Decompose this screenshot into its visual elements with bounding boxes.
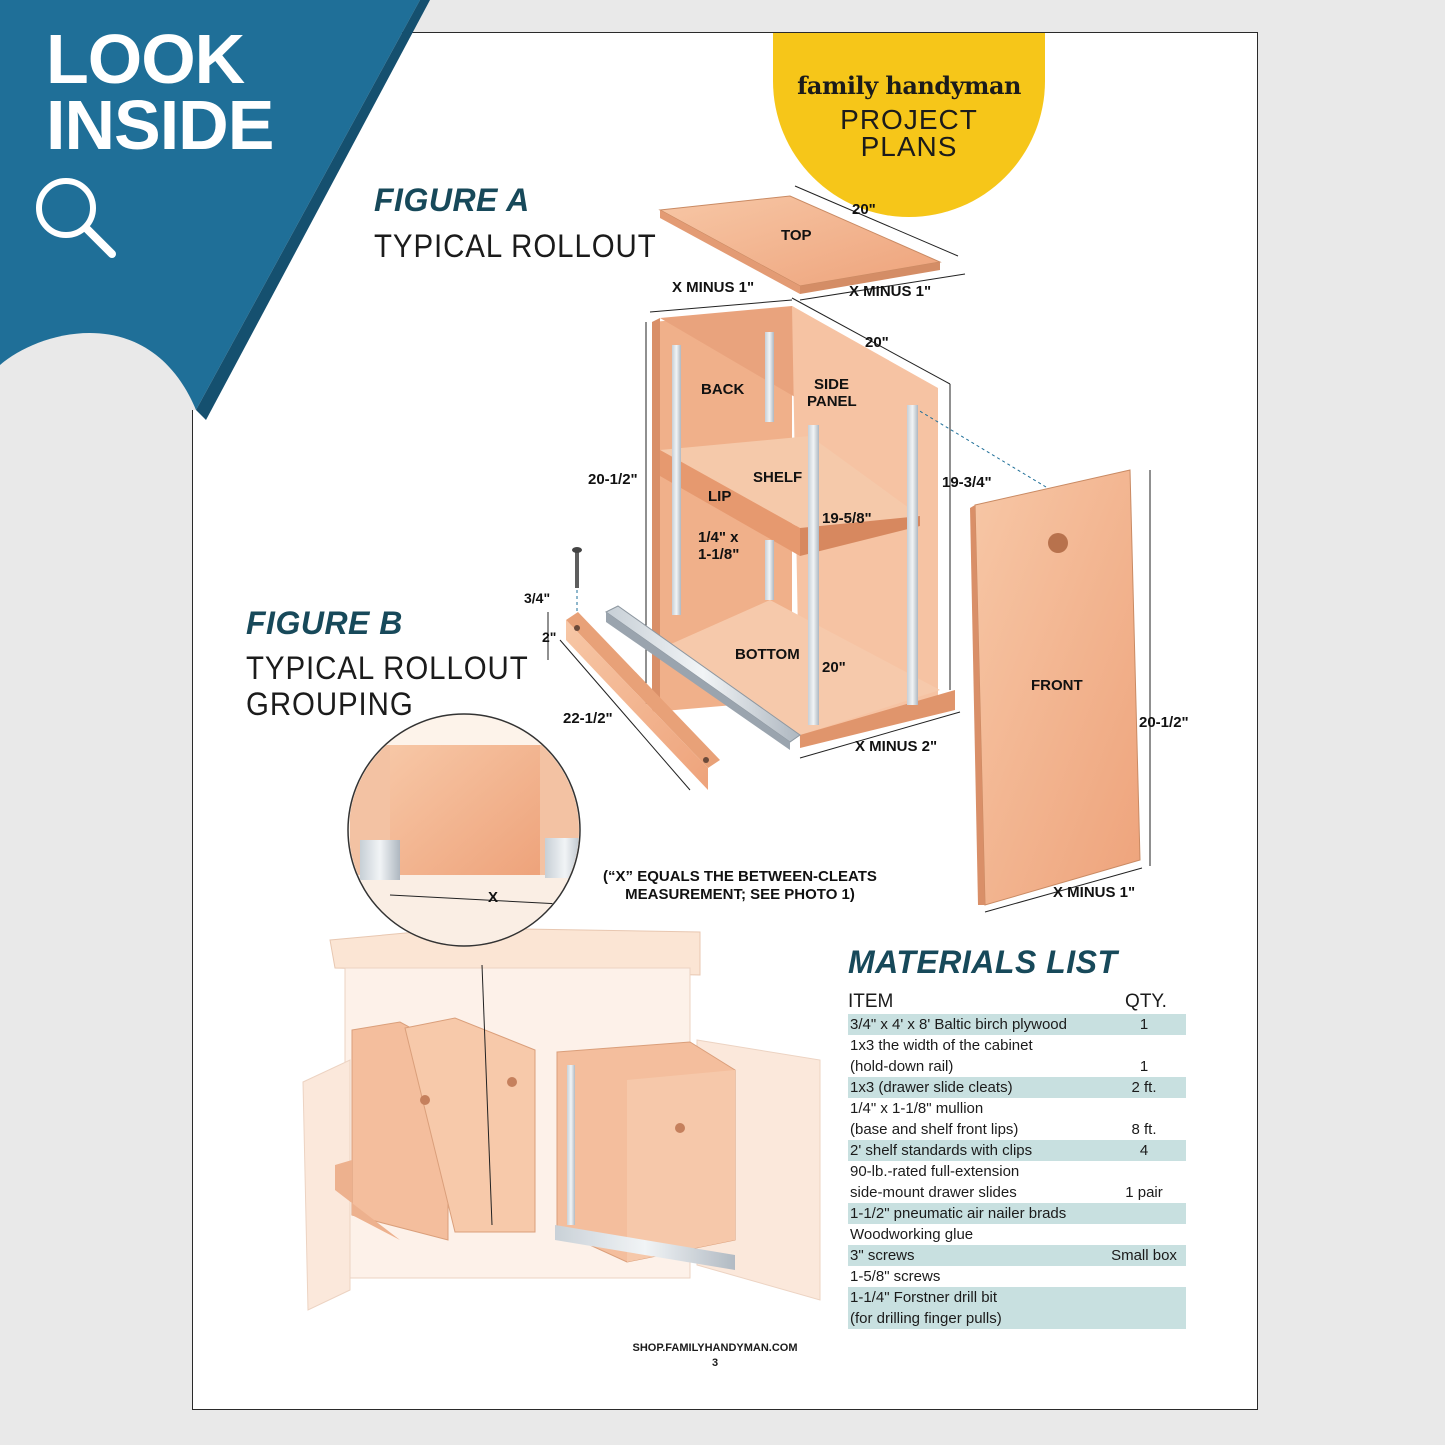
x-measurement-note: (“X” EQUALS THE BETWEEN-CLEATS MEASUREME… [603,868,877,903]
height-left-dim: 20-1/2" [588,471,638,488]
shelf-label: SHELF [753,469,802,486]
bottom-width-dim: X MINUS 2" [855,738,937,755]
material-item: 2' shelf standards with clips [850,1142,1033,1159]
footer: SHOP.FAMILYHANDYMAN.COM 3 [600,1341,830,1371]
brand-logo: family handyman [797,71,1021,100]
hold-down-rail [566,612,720,790]
bottom-depth-dim: 20" [822,659,846,676]
rail-length-dim: 22-1/2" [563,710,613,727]
materials-rows: 3/4" x 4' x 8' Baltic birch plywood 1 1x3 … [848,1014,1186,1329]
side-panel-label-1: SIDE [814,376,849,393]
cabinet-illustration [302,927,821,1311]
footer-site: SHOP.FAMILYHANDYMAN.COM [632,1342,798,1354]
table-row: 2' shelf standards with clips 4 [848,1140,1186,1161]
rail-height-dim: 2" [542,629,556,645]
material-item: 1-1/4" Forstner drill bit (for drilling … [850,1289,1002,1327]
material-item: 1-5/8" screws [850,1268,941,1285]
material-item: 3" screws [850,1247,915,1264]
magnifier-icon [36,178,116,258]
material-qty: 2 ft. [1131,1079,1157,1096]
material-qty: Small box [1111,1247,1177,1264]
look-inside-label: LOOK INSIDE [46,20,274,164]
table-row: 1x3 (drawer slide cleats) 2 ft. [848,1077,1186,1098]
front-height-dim: 20-1/2" [1139,714,1189,731]
table-row: Woodworking glue [848,1224,1186,1245]
back-label: BACK [701,381,744,398]
material-qty: 8 ft. [1131,1121,1157,1138]
top-length-dim: 20" [852,201,876,218]
table-row: 1x3 the width of the cabinet (hold-down … [848,1035,1186,1077]
column-qty: QTY. [1125,991,1167,1012]
table-row: 3" screws Small box [848,1245,1186,1266]
bottom-label: BOTTOM [735,646,800,663]
screw-icon [572,547,582,588]
x-dimension-label: X [488,889,498,906]
drawer-slide [605,605,801,750]
table-row: 90-lb.-rated full-extension side-mount d… [848,1161,1186,1203]
table-row: 3/4" x 4' x 8' Baltic birch plywood 1 [848,1014,1186,1035]
lip-size-1: 1/4" x [698,529,739,546]
rail-thickness-dim: 3/4" [524,590,550,606]
badge-subtitle: PROJECT PLANS [840,104,978,162]
look-inside-corner [0,0,430,420]
material-item: 1x3 the width of the cabinet (hold-down … [850,1037,1033,1075]
side-panel-label-2: PANEL [807,393,857,410]
figure-b-title: FIGURE B [246,605,403,641]
back-width-dim: X MINUS 1" [672,279,754,296]
height-right-dim: 19-3/4" [942,474,992,491]
material-qty: 1 [1139,1016,1149,1033]
material-item: 90-lb.-rated full-extension side-mount d… [850,1163,1020,1201]
front-width-dim: X MINUS 1" [1053,884,1135,901]
material-item: Woodworking glue [850,1226,974,1243]
lip-size-2: 1-1/8" [698,546,739,563]
material-qty: 1 [1139,1058,1149,1075]
material-item: 1-1/2" pneumatic air nailer brads [850,1205,1067,1222]
lip-label: LIP [708,488,731,505]
top-panel [658,195,942,294]
look-inside-line2: INSIDE [46,86,274,164]
front-label: FRONT [1031,677,1083,694]
figure-b-subtitle-2: GROUPING [246,686,414,722]
table-row: 1-1/2" pneumatic air nailer brads [848,1203,1186,1224]
material-qty: 4 [1139,1142,1149,1159]
look-inside-line1: LOOK [46,20,245,98]
materials-title: MATERIALS LIST [848,944,1118,980]
material-qty: 1 pair [1125,1184,1163,1201]
side-depth-dim: 20" [865,334,889,351]
figure-b-subtitle-1: TYPICAL ROLLOUT [246,650,529,686]
figure-a-title: FIGURE A [374,182,530,218]
materials-table: ITEM QTY. 3/4" x 4' x 8' Baltic birch pl… [848,990,1186,1329]
page-number: 3 [711,1357,719,1369]
top-label: TOP [781,227,812,244]
material-item: 3/4" x 4' x 8' Baltic birch plywood [850,1016,1067,1033]
material-item: 1/4" x 1-1/8" mullion (base and shelf fr… [850,1100,1019,1138]
materials-header: ITEM QTY. [848,990,1186,1014]
table-row: 1-1/4" Forstner drill bit (for drilling … [848,1287,1186,1329]
material-item: 1x3 (drawer slide cleats) [850,1079,1013,1096]
table-row: 1-5/8" screws [848,1266,1186,1287]
column-item: ITEM [848,991,894,1012]
rollout-box [652,306,955,748]
detail-magnifier [347,713,581,1226]
top-width-dim: X MINUS 1" [849,283,931,300]
figure-a-subtitle: TYPICAL ROLLOUT [374,228,657,264]
table-row: 1/4" x 1-1/8" mullion (base and shelf fr… [848,1098,1186,1140]
shelf-depth-dim: 19-5/8" [822,510,872,527]
front-panel [970,469,1141,906]
